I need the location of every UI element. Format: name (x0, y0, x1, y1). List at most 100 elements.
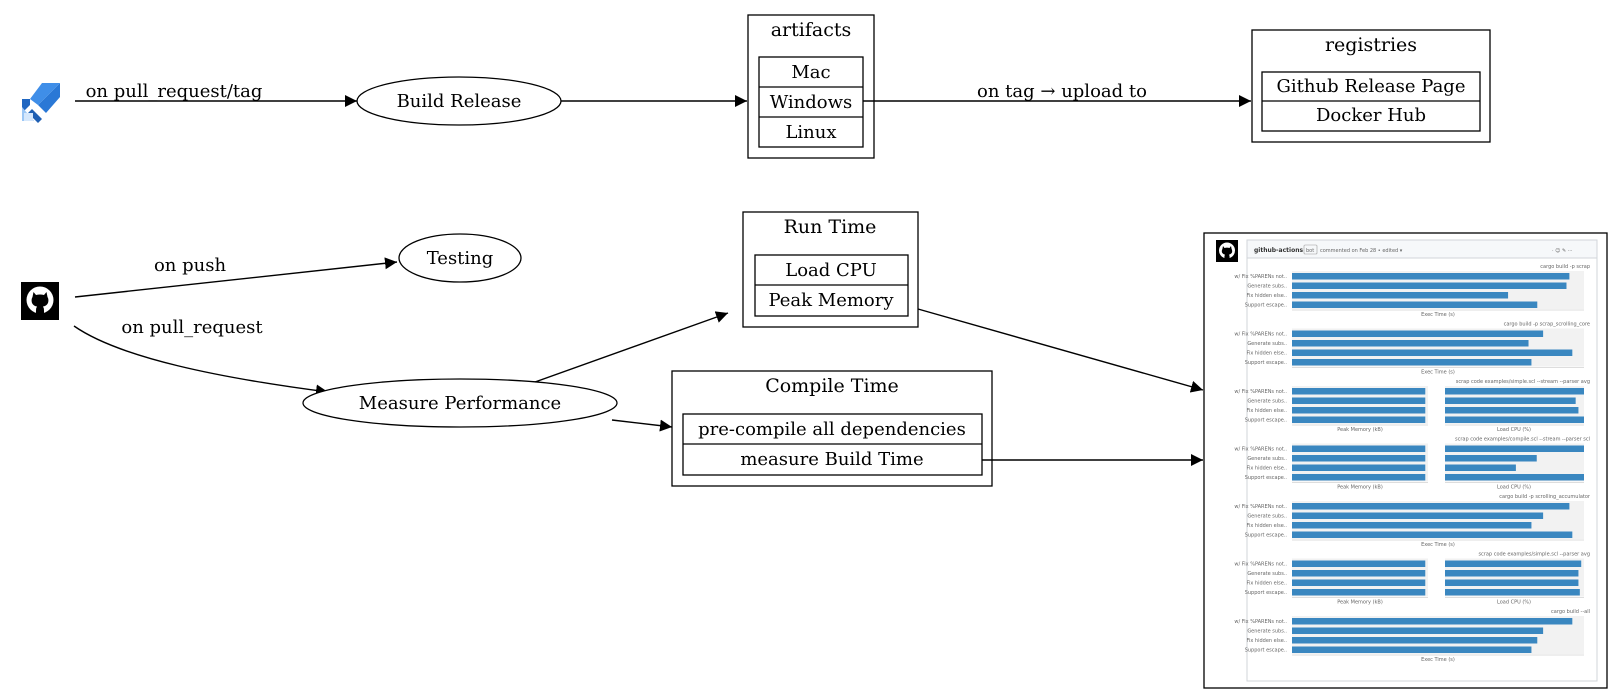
artifacts-title: artifacts (771, 19, 852, 41)
chart-row-label: Fix hidden else.. (1246, 581, 1287, 587)
chart-row-label: Generate subs.. (1247, 456, 1287, 462)
edge-label-push: on push (154, 255, 227, 276)
chart-row-label: Generate subs.. (1247, 284, 1287, 290)
compile-build-time: measure Build Time (740, 449, 923, 470)
chart-bar (1292, 646, 1532, 653)
artifact-linux: Linux (785, 122, 836, 143)
compile-title: Compile Time (765, 375, 899, 397)
edge-label-pr-tag: on pull_request/tag (86, 81, 263, 102)
chart-row-label: Fix hidden else.. (1246, 293, 1287, 299)
chart-bar (1292, 503, 1570, 510)
chart-row-label: Fix hidden else.. (1246, 466, 1287, 472)
artifact-windows: Windows (770, 92, 853, 113)
chart-memory-bar (1292, 579, 1426, 586)
runtime-load-cpu: Load CPU (785, 260, 877, 281)
edge-runtime-comment (917, 308, 1204, 393)
chart-row-label: w/ Fix %PARENs not.. (1234, 619, 1287, 625)
chart-x-label: Exec Time (s) (1421, 542, 1455, 548)
chart-row-label: Support escape.. (1245, 418, 1288, 424)
chart-x-label-2: Load CPU (%) (1497, 485, 1531, 491)
chart-row-label: w/ Fix %PARENs not.. (1234, 504, 1287, 510)
chart-bar (1292, 627, 1544, 634)
chart-memory-bar (1292, 445, 1426, 452)
edge-label-upload: on tag → upload to (977, 81, 1147, 102)
chart-row-label: Generate subs.. (1247, 399, 1287, 405)
chart-bar (1292, 330, 1544, 337)
github-icon (21, 282, 59, 320)
chart-memory-bar (1292, 397, 1426, 404)
artifact-mac: Mac (791, 62, 830, 83)
chart-row-label: Generate subs.. (1247, 341, 1287, 347)
chart-row-label: w/ Fix %PARENs not.. (1234, 389, 1287, 395)
chart-row-label: Support escape.. (1245, 303, 1288, 309)
artifacts-cluster: artifacts Mac Windows Linux (747, 14, 875, 159)
chart-row-label: Generate subs.. (1247, 571, 1287, 577)
chart-bar (1292, 512, 1544, 519)
testing-label: Testing (427, 248, 494, 269)
comment-bot-badge-label: bot (1306, 248, 1314, 254)
chart-cpu-bar (1445, 455, 1537, 462)
chart-row-label: Fix hidden else.. (1246, 408, 1287, 414)
chart-cpu-bar (1445, 589, 1580, 596)
chart-bar (1292, 301, 1538, 308)
chart-row-label: Generate subs.. (1247, 629, 1287, 635)
chart-row-label: Support escape.. (1245, 590, 1288, 596)
testing-node (398, 233, 522, 283)
chart-x-label: Exec Time (s) (1421, 657, 1455, 663)
edge-github-testing (74, 257, 398, 298)
chart-cpu-bar (1445, 570, 1579, 577)
chart-row-label: w/ Fix %PARENs not.. (1234, 447, 1287, 453)
chart-x-label: Exec Time (s) (1421, 370, 1455, 376)
chart-cpu-bar (1445, 474, 1584, 481)
chart-memory-bar (1292, 416, 1426, 423)
chart-x-label: Exec Time (s) (1421, 312, 1455, 318)
chart-bar (1292, 273, 1570, 280)
chart-row-label: w/ Fix %PARENs not.. (1234, 274, 1287, 280)
chart-cpu-bar (1445, 416, 1584, 423)
runtime-peak-memory: Peak Memory (768, 290, 894, 311)
chart-memory-bar (1292, 464, 1426, 471)
chart-row-label: Support escape.. (1245, 648, 1288, 654)
chart-title: cargo build -p scrap_scrolling_core (1504, 322, 1590, 328)
chart-x-label: Peak Memory (kB) (1337, 485, 1383, 491)
chart-title: cargo build --all (1551, 609, 1590, 615)
chart-cpu-bar (1445, 388, 1584, 395)
chart-memory-bar (1292, 407, 1426, 414)
measure-performance-label: Measure Performance (359, 393, 561, 414)
chart-memory-bar (1292, 589, 1426, 596)
chart-row-label: Fix hidden else.. (1246, 638, 1287, 644)
chart-bar (1292, 292, 1509, 299)
chart-title: scrap code examples/simple.scl --stream … (1456, 379, 1590, 385)
chart-title: scrap code examples/compile.scl --stream… (1455, 437, 1590, 443)
comment-meta: commented on Feb 28 • edited ▾ (1320, 248, 1403, 254)
chart-bar (1292, 637, 1538, 644)
registry-github-release: Github Release Page (1277, 76, 1466, 97)
chart-row-label: w/ Fix %PARENs not.. (1234, 562, 1287, 568)
chart-memory-bar (1292, 388, 1426, 395)
chart-memory-bar (1292, 455, 1426, 462)
chart-x-label: Peak Memory (kB) (1337, 600, 1383, 606)
chart-title: cargo build -p scrolling_accumulator (1499, 494, 1591, 500)
runtime-cluster: Run Time Load CPU Peak Memory (742, 211, 919, 328)
comment-avatar (1216, 240, 1238, 262)
comment-actions-icon: · ☺ ✎ ⋯ (1552, 247, 1573, 254)
edge-measure-compile (611, 419, 673, 432)
chart-bar (1292, 618, 1573, 625)
comment-author: github-actions (1254, 247, 1303, 254)
chart-memory-bar (1292, 560, 1426, 567)
chart-bar (1292, 531, 1573, 538)
chart-bar (1292, 359, 1532, 366)
chart-cpu-bar (1445, 397, 1576, 404)
registry-docker-hub: Docker Hub (1316, 105, 1426, 126)
chart-bar (1292, 340, 1529, 347)
chart-row-label: Fix hidden else.. (1246, 523, 1287, 529)
build-release-label: Build Release (397, 91, 522, 112)
chart-row-label: Fix hidden else.. (1246, 351, 1287, 357)
registries-title: registries (1325, 34, 1417, 56)
chart-x-label: Peak Memory (kB) (1337, 427, 1383, 433)
chart-memory-bar (1292, 570, 1426, 577)
chart-cpu-bar (1445, 579, 1579, 586)
chart-title: scrap code examples/simple.scl --parser … (1478, 552, 1590, 558)
